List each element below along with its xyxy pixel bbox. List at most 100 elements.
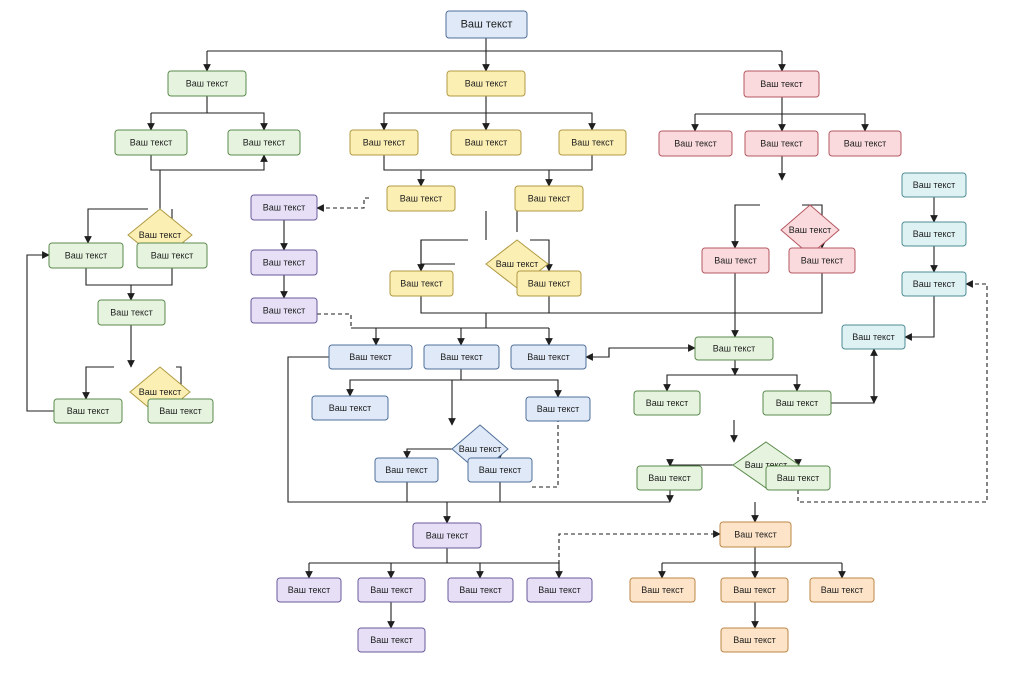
node-label: Ваш текст — [913, 229, 955, 239]
node-label: Ваш текст — [527, 352, 569, 362]
process-node-c3[interactable]: Ваш текст — [901, 271, 967, 297]
process-node-r6[interactable]: Ваш текст — [788, 247, 856, 274]
process-node-p3[interactable]: Ваш текст — [250, 297, 318, 324]
connector-34 — [695, 97, 783, 115]
process-node-r2[interactable]: Ваш текст — [658, 130, 733, 157]
connector-63 — [287, 356, 447, 503]
node-shape — [525, 396, 591, 422]
process-node-r5[interactable]: Ваш текст — [701, 247, 770, 274]
connector-39 — [731, 204, 760, 249]
node-shape — [765, 465, 831, 491]
process-node-pb6[interactable]: Ваш текст — [357, 627, 426, 653]
process-node-c4[interactable]: Ваш текст — [841, 324, 906, 350]
node-shape — [450, 129, 522, 156]
node-label: Ваш текст — [745, 460, 787, 470]
process-node-b2[interactable]: Ваш текст — [423, 344, 500, 370]
process-node-g7[interactable]: Ваш текст — [53, 398, 123, 424]
node-shape — [633, 390, 701, 416]
process-node-b3[interactable]: Ваш текст — [510, 344, 587, 370]
process-node-g6[interactable]: Ваш текст — [97, 299, 166, 326]
node-shape — [788, 247, 856, 274]
process-node-c2[interactable]: Ваш текст — [901, 221, 967, 247]
process-node-o1[interactable]: Ваш текст — [719, 521, 792, 548]
node-label: Ваш текст — [537, 404, 579, 414]
process-node-o3[interactable]: Ваш текст — [720, 577, 789, 603]
process-node-p2[interactable]: Ваш текст — [250, 249, 318, 276]
process-node-g5[interactable]: Ваш текст — [136, 242, 208, 269]
process-node-y6[interactable]: Ваш текст — [514, 185, 584, 212]
process-node-b4[interactable]: Ваш текст — [311, 395, 389, 421]
process-node-gr5[interactable]: Ваш текст — [765, 465, 831, 491]
process-node-y5[interactable]: Ваш текст — [386, 185, 456, 212]
process-node-o2[interactable]: Ваш текст — [629, 577, 696, 603]
node-label: Ваш текст — [913, 180, 955, 190]
process-node-pb1[interactable]: Ваш текст — [412, 522, 482, 549]
process-node-p1[interactable]: Ваш текст — [250, 194, 318, 221]
node-shape — [636, 465, 703, 491]
node-label: Ваш текст — [139, 230, 181, 240]
process-node-c1[interactable]: Ваш текст — [901, 172, 967, 198]
process-node-o5[interactable]: Ваш текст — [720, 627, 789, 653]
node-shape — [558, 129, 627, 156]
node-shape — [147, 398, 214, 424]
process-node-g8[interactable]: Ваш текст — [147, 398, 214, 424]
process-node-r3[interactable]: Ваш текст — [744, 130, 819, 157]
process-node-b6[interactable]: Ваш текст — [374, 457, 439, 483]
process-node-r4[interactable]: Ваш текст — [828, 130, 902, 157]
node-label: Ваш текст — [648, 473, 690, 483]
process-node-pb3[interactable]: Ваш текст — [357, 577, 426, 603]
process-node-gr2[interactable]: Ваш текст — [633, 390, 701, 416]
connector-76 — [797, 280, 988, 503]
process-node-o4[interactable]: Ваш текст — [809, 577, 875, 603]
connector-19 — [486, 112, 596, 131]
node-label: Ваш текст — [844, 139, 886, 149]
node-shape — [744, 130, 819, 157]
process-node-b5[interactable]: Ваш текст — [525, 396, 591, 422]
node-shape — [412, 522, 482, 549]
process-node-gr3[interactable]: Ваш текст — [762, 390, 832, 416]
node-shape — [136, 242, 208, 269]
process-node-root[interactable]: Ваш текст — [445, 10, 528, 39]
process-node-b7[interactable]: Ваш текст — [467, 457, 533, 483]
node-shape — [311, 395, 389, 421]
node-label: Ваш текст — [571, 138, 613, 148]
node-label: Ваш текст — [789, 225, 831, 235]
process-node-pb4[interactable]: Ваш текст — [447, 577, 514, 603]
node-shape — [328, 344, 413, 370]
process-node-y3[interactable]: Ваш текст — [450, 129, 522, 156]
node-label: Ваш текст — [110, 308, 152, 318]
process-node-gr4[interactable]: Ваш текст — [636, 465, 703, 491]
node-label: Ваш текст — [459, 585, 501, 595]
connector-42 — [549, 273, 823, 314]
process-node-g1[interactable]: Ваш текст — [167, 70, 247, 97]
node-label: Ваш текст — [734, 530, 776, 540]
process-node-y4[interactable]: Ваш текст — [558, 129, 627, 156]
process-node-y7[interactable]: Ваш текст — [389, 270, 454, 297]
node-shape — [743, 70, 820, 98]
node-label: Ваш текст — [288, 585, 330, 595]
process-node-b1[interactable]: Ваш текст — [328, 344, 413, 370]
process-node-y2[interactable]: Ваш текст — [349, 129, 419, 156]
node-label: Ваш текст — [465, 79, 507, 89]
process-node-pb5[interactable]: Ваш текст — [526, 577, 593, 603]
node-label: Ваш текст — [852, 332, 894, 342]
node-label: Ваш текст — [400, 194, 442, 204]
connector-62 — [532, 421, 559, 488]
process-node-gr1[interactable]: Ваш текст — [694, 336, 774, 361]
node-label: Ваш текст — [65, 251, 107, 261]
process-node-y8[interactable]: Ваш текст — [516, 270, 582, 297]
process-node-r1[interactable]: Ваш текст — [743, 70, 820, 98]
node-shape — [514, 185, 584, 212]
connector-58 — [403, 448, 452, 459]
process-node-g4[interactable]: Ваш текст — [48, 242, 124, 269]
process-node-g2[interactable]: Ваш текст — [114, 129, 188, 156]
node-shape — [250, 297, 318, 324]
node-shape — [97, 299, 166, 326]
process-node-g3[interactable]: Ваш текст — [227, 129, 301, 156]
node-shape — [516, 270, 582, 297]
node-label: Ваш текст — [151, 251, 193, 261]
process-node-pb2[interactable]: Ваш текст — [276, 577, 342, 603]
process-node-y1[interactable]: Ваш текст — [446, 70, 526, 97]
node-label: Ваш текст — [479, 465, 521, 475]
